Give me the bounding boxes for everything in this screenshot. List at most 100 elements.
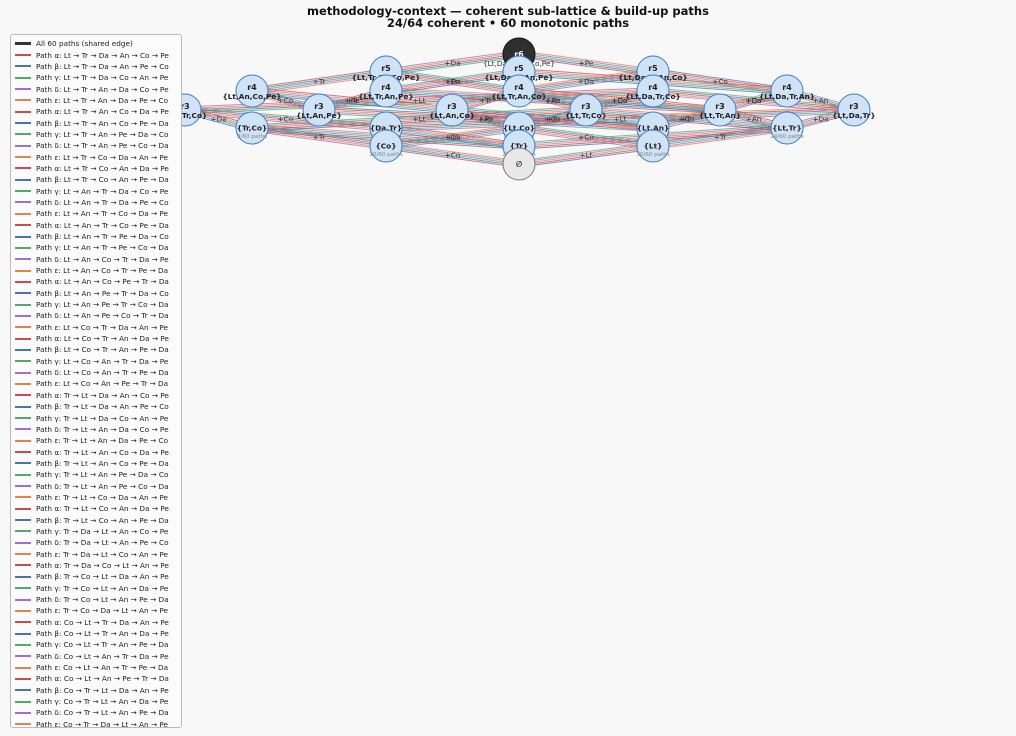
edge-label: +Lt [446,133,459,142]
edge-strand [519,148,654,168]
legend-swatch [15,700,31,703]
legend-item: Path ε: Tr → Da → Lt → Co → An → Pe [15,548,177,559]
edge-strand [385,53,520,73]
legend-label: Path β: Lt → An → Tr → Pe → Da → Co [36,232,169,242]
node-set: {Co} [375,142,396,151]
edge-strand [518,130,653,150]
edge-strand [251,93,452,114]
node-rank: r4 [782,83,792,92]
legend-swatch [15,587,31,590]
legend-item: Path β: Tr → Lt → Co → An → Pe → Da [15,514,177,525]
legend-item: Path γ: Lt → An → Pe → Tr → Co → Da [15,299,177,310]
node-circle [636,129,670,163]
legend-label: Path ε: Lt → Tr → An → Da → Pe → Co [36,95,169,105]
node-r2e: {Lt,Tr}24/60 paths [770,111,804,145]
edge-strand [451,109,654,129]
edge-strand [519,51,654,71]
legend-item: Path α: Tr → Lt → An → Co → Da → Pe [15,446,177,457]
legend-item: Path α: Co → Lt → An → Pe → Tr → Da [15,673,177,684]
node-rank: r5 [514,64,524,73]
legend-label: Path α: Co → Lt → An → Pe → Tr → Da [36,674,169,684]
node-circle [369,74,403,108]
edge-label: +Pe [345,96,360,105]
legend-label: Path β: Tr → Lt → An → Co → Pe → Da [36,458,169,468]
legend-label: Path ε: Tr → Da → Lt → Co → An → Pe [36,549,169,559]
legend-label: Path γ: Tr → Co → Lt → An → Da → Pe [36,583,169,593]
legend-swatch [15,553,31,556]
edge-strand [652,93,854,114]
legend-label: Path δ: Tr → Co → Lt → An → Pe → Da [36,595,169,605]
node-count: 24/60 paths [770,134,804,140]
legend-item: Path ε: Tr → Lt → Co → Da → An → Pe [15,492,177,503]
edge-strand [184,111,386,131]
legend-label: Path δ: Lt → An → Pe → Co → Tr → Da [36,311,169,321]
legend-item: Path β: Lt → Co → Tr → An → Pe → Da [15,344,177,355]
edge-strand [518,55,653,75]
node-r3b: r3{Lt,An,Pe} [296,93,342,127]
edge-strand [251,68,386,89]
edge-strand [386,69,520,90]
legend-label: Path δ: Lt → Tr → An → Da → Co → Pe [36,84,169,94]
edge-label: +Da [444,133,460,142]
legend-swatch [15,65,31,68]
legend-label: Path γ: Tr → Da → Lt → An → Co → Pe [36,526,169,536]
edge-strand [653,130,788,150]
legend-item: Path δ: Tr → Lt → An → Da → Co → Pe [15,424,177,435]
node-set: {Lt,Tr,An,Pe} [358,92,413,101]
legend-label: Path α: Tr → Lt → Co → An → Da → Pe [36,504,169,514]
legend-swatch [15,609,31,612]
legend-swatch [15,394,31,397]
legend-swatch [15,303,31,306]
legend-label: Path δ: Lt → An → Co → Tr → Da → Pe [36,254,169,264]
node-rank: r3 [715,102,725,111]
edge-strand [518,53,654,73]
node-r4e: r4{Lt,Da,Tr,An} [759,74,815,108]
edge-label: +An [545,96,561,105]
legend-item: Path ε: Lt → Tr → An → Da → Pe → Co [15,95,177,106]
legend-item: Path δ: Lt → Tr → An → Da → Co → Pe [15,83,177,94]
edge-strand [385,145,520,165]
legend-label: Path β: Lt → Tr → Da → An → Pe → Co [36,61,169,71]
legend-label: Path β: Co → Tr → Lt → Da → An → Pe [36,685,169,695]
legend-label: Path δ: Tr → Lt → An → Da → Co → Pe [36,424,169,434]
legend-label: Path β: Lt → An → Pe → Tr → Da → Co [36,288,169,298]
legend-swatch [15,337,31,340]
legend: All 60 paths (shared edge) Path α: Lt → … [10,34,182,728]
legend-item: Path α: Lt → Co → Tr → An → Da → Pe [15,333,177,344]
node-set: {Lt,Tr,An} [699,111,741,120]
legend-swatch [15,485,31,488]
edge-r2e-r3d [585,106,788,132]
legend-swatch [15,575,31,578]
legend-item: Path β: Lt → Tr → Co → An → Pe → Da [15,174,177,185]
legend-label: Path β: Tr → Lt → Co → An → Pe → Da [36,515,169,525]
node-circle [636,74,670,108]
legend-item: Path γ: Lt → An → Tr → Da → Co → Pe [15,185,177,196]
edge-r3c-r4a [251,87,453,114]
legend-swatch [15,314,31,317]
node-circle [302,93,336,127]
legend-item: Path β: Co → Lt → Tr → An → Da → Pe [15,628,177,639]
node-r1c: {Lt}30/60 paths [636,129,670,163]
legend-item: Path ε: Co → Lt → An → Tr → Pe → Da [15,662,177,673]
legend-item: Path δ: Co → Tr → Lt → An → Pe → Da [15,707,177,718]
legend-item: Path β: Lt → An → Pe → Tr → Da → Co [15,288,177,299]
edge-strand [252,87,453,108]
legend-swatch [15,677,31,680]
node-r3c: r3{Lt,An,Co} [429,93,475,127]
node-rank: r6 [514,50,524,59]
node-circle [770,74,804,108]
legend-item: Path γ: Tr → Lt → An → Pe → Da → Co [15,469,177,480]
edge-strand [519,124,654,144]
edge-strand [251,90,453,111]
legend-item: Path ε: Lt → Tr → Co → Da → An → Pe [15,151,177,162]
edge-strand [184,109,387,129]
legend-label: Path α: Lt → An → Co → Pe → Tr → Da [36,277,169,287]
edge-label: +Da [611,96,627,105]
edge-label: +An [478,115,494,124]
edge-strand [252,111,587,131]
legend-item: Path γ: Lt → Tr → Da → Co → An → Pe [15,72,177,83]
legend-item: Path β: Co → Tr → Lt → Da → An → Pe [15,685,177,696]
legend-label: Path ε: Tr → Lt → Co → Da → An → Pe [36,492,169,502]
edge-strand [385,51,519,71]
